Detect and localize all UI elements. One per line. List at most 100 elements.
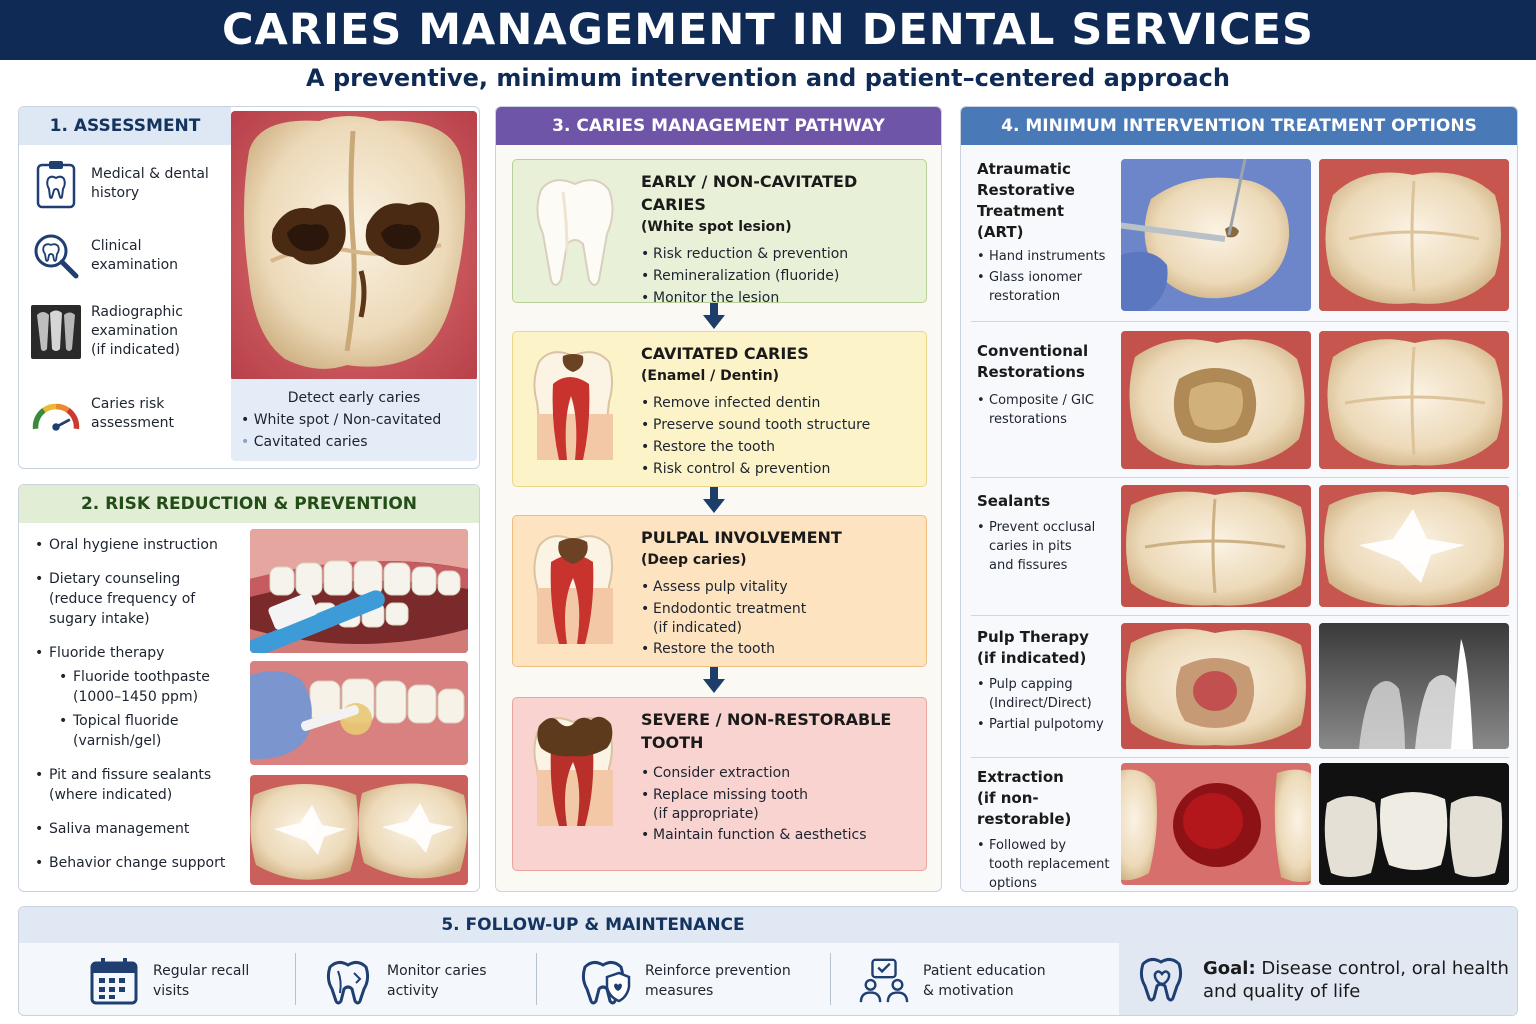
prevention-oral-hygiene: Oral hygiene instruction	[33, 535, 253, 555]
followup-recall-line1: Regular recall	[153, 963, 250, 979]
prevention-heading: 2. RISK REDUCTION & PREVENTION	[19, 485, 479, 523]
pathway-heading: 3. CARIES MANAGEMENT PATHWAY	[496, 107, 941, 145]
treatment-row-conventional: Conventional Restorations Composite / GI…	[971, 331, 1509, 479]
conventional-restored-photo	[1319, 331, 1509, 469]
stage-early-title: EARLY / NON-CAVITATED CARIES	[641, 172, 858, 214]
followup-heading: 5. FOLLOW-UP & MAINTENANCE	[19, 907, 1517, 943]
assessment-radio-line3: (if indicated)	[91, 342, 180, 358]
followup-prevention-line2: measures	[645, 983, 714, 999]
title-bar: CARIES MANAGEMENT IN DENTAL SERVICES	[0, 0, 1536, 60]
pulp-title: Pulp Therapy	[977, 628, 1089, 646]
cavitated-tooth-icon	[533, 351, 613, 460]
prevention-saliva: Saliva management	[33, 819, 253, 839]
pathway-panel: 3. CARIES MANAGEMENT PATHWAY EARLY / NON…	[495, 106, 942, 892]
prevention-sealants-line2: (where indicated)	[49, 787, 173, 803]
prevention-topical-line2: (varnish/gel)	[73, 733, 162, 749]
stage-cavitated-item: Risk control & prevention	[641, 458, 918, 480]
assessment-risk-line1: Caries risk	[91, 396, 165, 412]
treatment-heading: 4. MINIMUM INTERVENTION TREATMENT OPTION…	[961, 107, 1517, 145]
prevention-behavior: Behavior change support	[33, 853, 253, 873]
stage-pulpal-item: Assess pulp vitality	[641, 576, 918, 598]
stage-non-restorable: SEVERE / NON-RESTORABLE TOOTH Consider e…	[512, 697, 927, 871]
arrow-down-icon	[703, 667, 725, 693]
clipboard-tooth-icon	[31, 159, 81, 209]
followup-prevention-line1: Reinforce prevention	[645, 963, 791, 979]
extraction-title: Extraction	[977, 768, 1064, 786]
art-title: Atraumatic	[977, 160, 1071, 178]
stage-early-item: Monitor the lesion	[641, 287, 918, 309]
conventional-title: Conventional	[977, 342, 1089, 360]
extraction-bullet-cont: tooth replacement	[989, 857, 1110, 872]
pulp-title-2: (if indicated)	[977, 649, 1087, 667]
conventional-cavity-photo	[1121, 331, 1311, 469]
stage-early-caries: EARLY / NON-CAVITATED CARIES (White spot…	[512, 159, 927, 309]
followup-item-prevention: Reinforce prevention measures	[581, 953, 791, 1009]
heart-tooth-icon	[1139, 954, 1185, 1006]
assessment-risk-line2: assessment	[91, 415, 174, 431]
treatment-row-art: Atraumatic Restorative Treatment (ART) H…	[971, 159, 1509, 322]
followup-item-education: Patient education& motivation	[859, 953, 1046, 1009]
risk-gauge-icon	[31, 389, 81, 439]
prevention-dietary-line2: (reduce frequency of	[49, 591, 196, 607]
stage-early-subtitle: (White spot lesion)	[641, 219, 792, 235]
stage-pulpal-item: Endodontic treatment	[641, 598, 918, 620]
sealants-bullet-cont: and fissures	[989, 558, 1068, 573]
goal-text-line1: Disease control, oral health	[1261, 958, 1509, 979]
stage-pulpal-involvement: PULPAL INVOLVEMENT (Deep caries) Assess …	[512, 515, 927, 667]
art-bullet: Glass ionomer	[977, 268, 1117, 287]
stage-cavitated-item: Remove infected dentin	[641, 392, 918, 414]
assessment-panel: 1. ASSESSMENT Medical & dental history Cl…	[18, 106, 480, 469]
stage-cavitated-title: CAVITATED CARIES	[641, 344, 809, 363]
calendar-icon	[89, 956, 139, 1006]
assessment-clinical-line2: examination	[91, 257, 179, 273]
healthy-tooth-icon	[536, 179, 614, 286]
stage-pulpal-item: Restore the tooth	[641, 638, 918, 660]
conventional-bullet-cont: restorations	[989, 412, 1067, 427]
goal-box: Goal: Disease control, oral health and q…	[1119, 943, 1517, 1015]
prevention-list: Oral hygiene instruction Dietary counsel…	[33, 535, 253, 873]
goal-text-line2: and quality of life	[1203, 981, 1361, 1002]
extraction-bullet: Followed by	[977, 836, 1117, 855]
art-restored-photo	[1319, 159, 1509, 311]
sealants-before-photo	[1121, 485, 1311, 607]
assessment-history-line2: history	[91, 185, 140, 201]
art-bullet: Hand instruments	[977, 247, 1117, 266]
followup-monitor-line2: activity	[387, 983, 439, 999]
prevention-panel: 2. RISK REDUCTION & PREVENTION Oral hygi…	[18, 484, 480, 892]
pulp-exposure-photo	[1121, 623, 1311, 749]
sealants-after-photo	[1319, 485, 1509, 607]
extraction-title-2: (if non-restorable)	[977, 789, 1072, 828]
prevention-toothpaste-line2: (1000–1450 ppm)	[73, 689, 199, 705]
pulpal-tooth-icon	[533, 535, 613, 644]
stage-severe-title: SEVERE / NON-RESTORABLE TOOTH	[641, 710, 892, 752]
carious-molar-photo	[231, 111, 477, 381]
extraction-bridge-photo	[1319, 763, 1509, 885]
followup-panel: 5. FOLLOW-UP & MAINTENANCE Regular recal…	[18, 906, 1518, 1016]
stage-early-item: Remineralization (fluoride)	[641, 265, 918, 287]
stage-severe-item-cont: (if appropriate)	[653, 806, 759, 822]
stage-pulpal-title: PULPAL INVOLVEMENT	[641, 528, 842, 547]
followup-education-line1: Patient education	[923, 963, 1046, 979]
stage-pulpal-subtitle: (Deep caries)	[641, 552, 747, 568]
detect-item-cavitated: • Cavitated caries	[241, 434, 368, 450]
extraction-bullet-cont: options	[989, 876, 1037, 891]
stage-cavitated-caries: CAVITATED CARIES (Enamel / Dentin) Remov…	[512, 331, 927, 487]
assessment-item-risk: Caries risk assessment	[31, 389, 231, 439]
art-instrument-photo	[1121, 159, 1311, 311]
arrow-down-icon	[703, 303, 725, 329]
detect-item-white-spot: • White spot / Non-cavitated	[241, 412, 442, 428]
assessment-clinical-line1: Clinical	[91, 238, 142, 254]
assessment-item-clinical: Clinical examination	[31, 231, 231, 281]
art-title-4: (ART)	[977, 223, 1024, 241]
pulp-bullet: Pulp capping	[977, 675, 1117, 694]
assessment-heading: 1. ASSESSMENT	[19, 107, 231, 145]
tooth-shield-icon	[581, 956, 631, 1006]
pulp-bullet-cont: (Indirect/Direct)	[989, 696, 1092, 711]
magnifier-tooth-icon	[31, 231, 81, 281]
art-title-2: Restorative	[977, 181, 1075, 199]
stage-cavitated-item: Preserve sound tooth structure	[641, 414, 918, 436]
assessment-history-line1: Medical & dental	[91, 166, 209, 182]
detect-box: Detect early caries • White spot / Non-c…	[231, 379, 477, 461]
tooth-monitor-icon	[323, 956, 373, 1006]
